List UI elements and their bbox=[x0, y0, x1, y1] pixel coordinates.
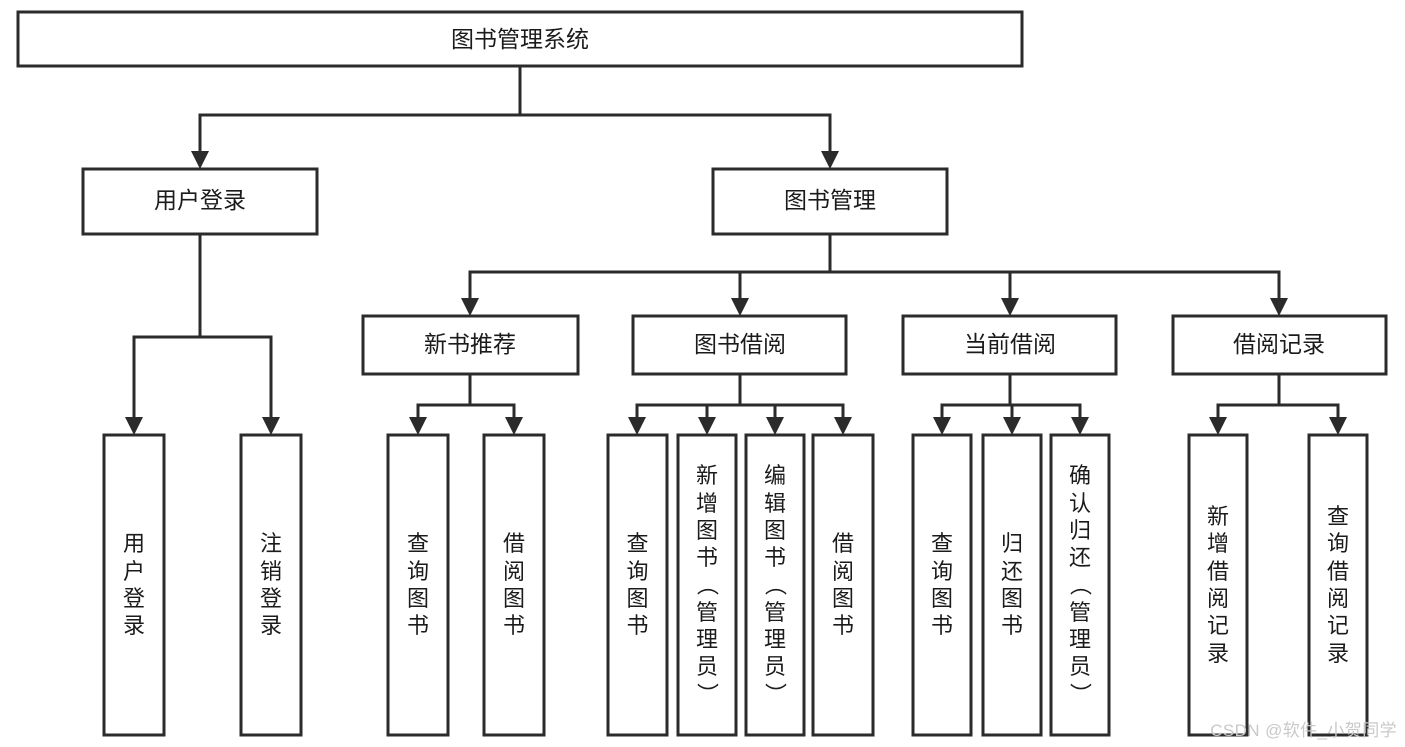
node-leaf-logout-rect[interactable] bbox=[239, 433, 303, 737]
node-leaf-query-book-3-rect[interactable] bbox=[911, 433, 973, 737]
arrow-book-borrow-leaf-3-icon bbox=[766, 417, 784, 435]
arrow-user-login-to-leaf-2-icon bbox=[262, 417, 280, 435]
node-book-manage-label: 图书管理 bbox=[784, 187, 876, 213]
node-root-label: 图书管理系统 bbox=[451, 26, 589, 52]
arrow-user-login-to-leaf-1-icon bbox=[125, 417, 143, 435]
arrow-to-borrow-record-icon bbox=[1270, 298, 1288, 316]
node-borrow-record[interactable]: 借阅记录 bbox=[1171, 314, 1388, 376]
node-leaf-return-book-rect[interactable] bbox=[981, 433, 1043, 737]
node-book-borrow-label: 图书借阅 bbox=[694, 331, 786, 357]
arrow-book-borrow-leaf-2-icon bbox=[698, 417, 716, 435]
node-leaf-add-book-rect[interactable] bbox=[676, 433, 738, 737]
node-layer: 图书管理系统 用户登录 图书管理 新书推荐 图书借阅 当前 bbox=[16, 10, 1388, 737]
node-current-borrow-label: 当前借阅 bbox=[964, 331, 1056, 357]
arrow-book-borrow-leaf-4-icon bbox=[834, 417, 852, 435]
node-leaf-query-book-1-rect[interactable] bbox=[386, 433, 450, 737]
node-leaf-query-book-2-rect[interactable] bbox=[606, 433, 669, 737]
arrow-borrow-record-leaf-2-icon bbox=[1329, 417, 1347, 435]
node-book-borrow-rect[interactable] bbox=[631, 314, 848, 376]
node-leaf-add-record-rect[interactable] bbox=[1187, 433, 1249, 737]
node-borrow-record-rect[interactable] bbox=[1171, 314, 1388, 376]
node-book-manage[interactable]: 图书管理 bbox=[711, 167, 949, 236]
node-leaf-user-login-rect[interactable] bbox=[102, 433, 166, 737]
arrow-book-borrow-leaf-1-icon bbox=[628, 417, 646, 435]
node-root[interactable]: 图书管理系统 bbox=[16, 10, 1024, 68]
node-leaf-confirm-return-rect[interactable] bbox=[1049, 433, 1111, 737]
node-leaf-edit-book-rect[interactable] bbox=[744, 433, 806, 737]
arrow-to-current-borrow-icon bbox=[1001, 298, 1019, 316]
node-user-login-rect[interactable] bbox=[81, 167, 319, 236]
node-leaf-borrow-book-2-rect[interactable] bbox=[811, 433, 875, 737]
node-user-login[interactable]: 用户登录 bbox=[81, 167, 319, 236]
arrow-new-book-rec-leaf-2-icon bbox=[505, 417, 523, 435]
csdn-watermark: CSDN @软件_小贺同学 bbox=[1210, 721, 1397, 740]
node-book-manage-rect[interactable] bbox=[711, 167, 949, 236]
arrow-current-borrow-leaf-1-icon bbox=[933, 417, 951, 435]
node-root-rect[interactable] bbox=[16, 10, 1024, 68]
node-user-login-label: 用户登录 bbox=[154, 187, 246, 213]
node-new-book-rec-rect[interactable] bbox=[361, 314, 580, 376]
arrow-current-borrow-leaf-2-icon bbox=[1003, 417, 1021, 435]
arrow-borrow-record-leaf-1-icon bbox=[1209, 417, 1227, 435]
arrow-root-to-book-manage-icon bbox=[821, 151, 839, 169]
node-current-borrow[interactable]: 当前借阅 bbox=[901, 314, 1118, 376]
arrow-to-book-borrow-icon bbox=[731, 298, 749, 316]
node-borrow-record-label: 借阅记录 bbox=[1233, 331, 1325, 357]
arrow-new-book-rec-leaf-1-icon bbox=[409, 417, 427, 435]
node-leaf-query-record-rect[interactable] bbox=[1307, 433, 1369, 737]
node-leaf-borrow-book-1-rect[interactable] bbox=[482, 433, 546, 737]
node-new-book-rec-label: 新书推荐 bbox=[424, 331, 516, 357]
edge-layer bbox=[125, 64, 1347, 435]
arrow-current-borrow-leaf-3-icon bbox=[1071, 417, 1089, 435]
arrow-root-to-user-login-icon bbox=[191, 151, 209, 169]
node-current-borrow-rect[interactable] bbox=[901, 314, 1118, 376]
arrow-to-new-book-rec-icon bbox=[461, 298, 479, 316]
node-book-borrow[interactable]: 图书借阅 bbox=[631, 314, 848, 376]
node-new-book-rec[interactable]: 新书推荐 bbox=[361, 314, 580, 376]
